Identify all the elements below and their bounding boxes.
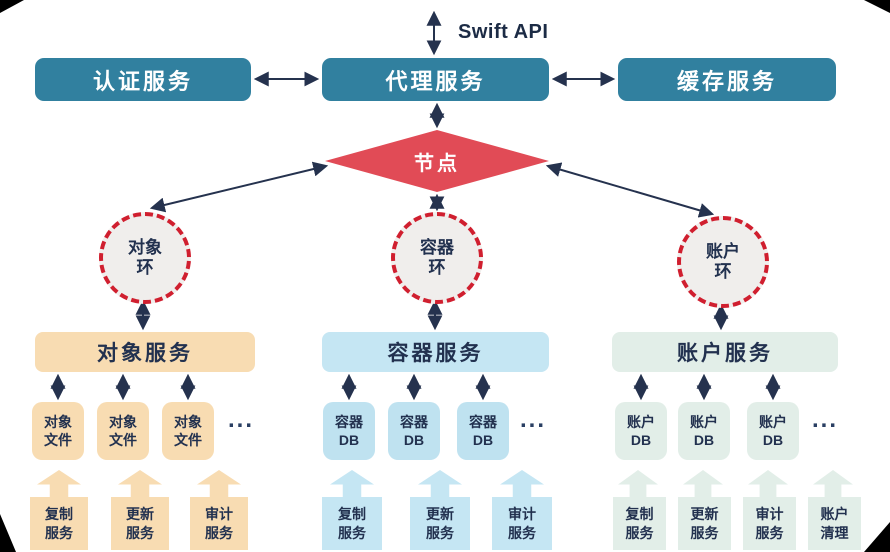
object-file-box: 对象文件 xyxy=(162,402,214,460)
object-file-box: 对象文件 xyxy=(32,402,84,460)
object-service-bar: 对象服务 xyxy=(35,332,255,372)
object-auditor-box: 审计服务 xyxy=(190,497,248,550)
up-block-arrow-icon xyxy=(330,470,374,498)
cache-service-box: 缓存服务 xyxy=(618,58,836,101)
account-auditor-box: 审计服务 xyxy=(743,497,796,550)
object-updater-box: 更新服务 xyxy=(111,497,169,550)
account-ellipsis: ... xyxy=(812,406,839,433)
account-ring: 账户环 xyxy=(677,216,769,308)
up-block-arrow-icon xyxy=(500,470,544,498)
object-file-box: 对象文件 xyxy=(97,402,149,460)
up-block-arrow-icon xyxy=(618,470,658,498)
object-ellipsis: ... xyxy=(228,406,255,433)
container-auditor-box: 审计服务 xyxy=(492,497,552,550)
swift-api-label: Swift API xyxy=(458,21,549,43)
container-ring: 容器环 xyxy=(391,212,483,304)
up-block-arrow-icon xyxy=(813,470,853,498)
up-block-arrow-icon xyxy=(748,470,788,498)
corner-artifact xyxy=(864,0,890,13)
up-block-arrow-icon xyxy=(418,470,462,498)
up-block-arrow-icon xyxy=(118,470,162,498)
auth-service-box: 认证服务 xyxy=(35,58,251,101)
corner-artifact xyxy=(864,522,890,552)
container-updater-box: 更新服务 xyxy=(410,497,470,550)
corner-artifact xyxy=(0,0,24,13)
arrow-node-object-ring xyxy=(149,161,329,213)
up-block-arrow-icon xyxy=(197,470,241,498)
account-replicator-box: 复制服务 xyxy=(613,497,666,550)
proxy-service-box: 代理服务 xyxy=(322,58,549,101)
node-diamond: 节点 xyxy=(325,130,549,192)
up-block-arrow-icon xyxy=(683,470,723,498)
account-reaper-box: 账户清理 xyxy=(808,497,861,550)
object-replicator-box: 复制服务 xyxy=(30,497,88,550)
object-ring-label: 对象 xyxy=(128,238,162,258)
container-replicator-box: 复制服务 xyxy=(322,497,382,550)
account-ring-label: 账户 xyxy=(706,242,740,262)
corner-artifact xyxy=(0,514,16,552)
up-block-arrow-icon xyxy=(37,470,81,498)
account-updater-box: 更新服务 xyxy=(678,497,731,550)
arrow-node-account-ring xyxy=(545,162,715,218)
container-service-bar: 容器服务 xyxy=(322,332,549,372)
container-ring-label: 容器 xyxy=(420,238,454,258)
object-ring: 对象环 xyxy=(99,212,191,304)
container-ellipsis: ... xyxy=(520,406,547,433)
account-service-bar: 账户服务 xyxy=(612,332,838,372)
